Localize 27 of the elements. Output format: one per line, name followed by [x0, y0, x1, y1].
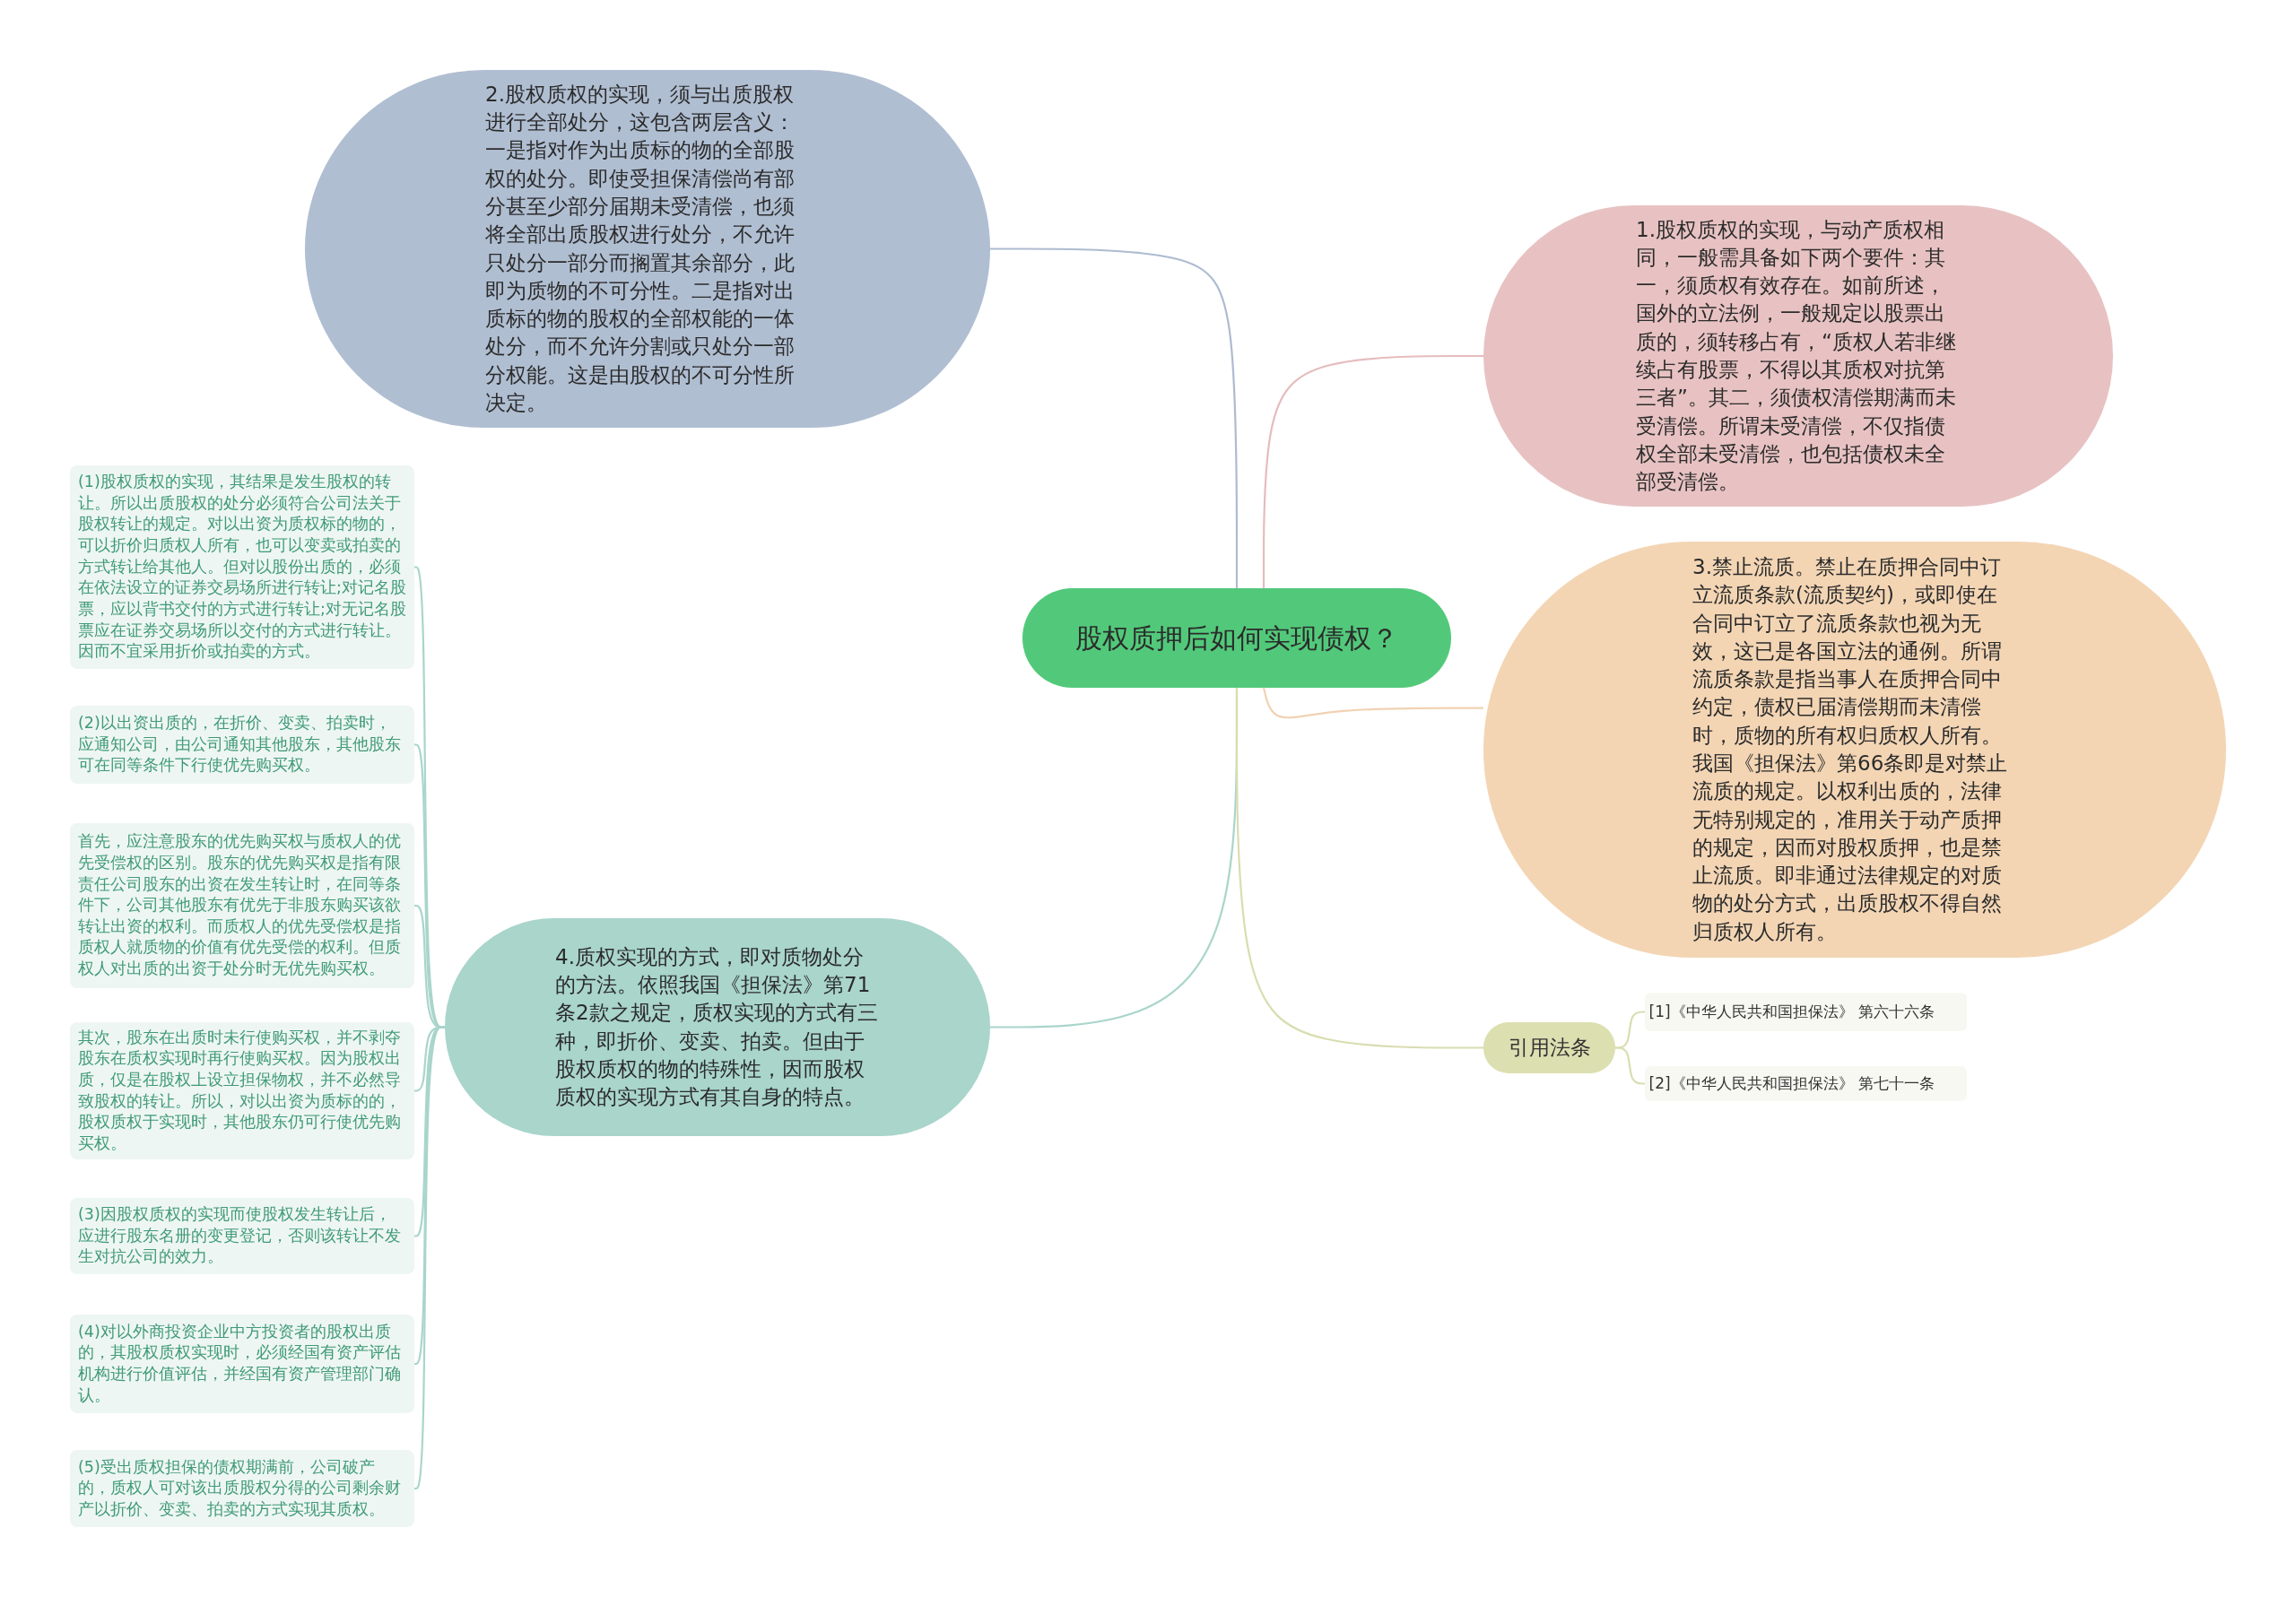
note-card: [70, 1198, 414, 1274]
note-text: (5)受出质权担保的债权期满前，公司破产的，质权人可对该出质股权分得的公司剩余财产以折价、变卖、拍卖的方式实现其质权。: [78, 1456, 402, 1520]
connector-line: [1235, 688, 1483, 1049]
connector-line: [1262, 354, 1483, 588]
central-topic-text: 股权质押后如何实现债权？: [1074, 621, 1399, 655]
note-text: 其次，股东在出质时未行使购买权，并不剥夺股东在质权实现时再行使购买权。因为股权出质，仅是在股权上设立担保物权，并不必然导致股权的转让。所以，对以出资为质标的的，股权质权于实现时，其他股东仍可行使优先购买权。: [78, 1027, 402, 1154]
topic-text: 引用法条: [1507, 1034, 1592, 1061]
note-text: (3)因股权质权的实现而使股权发生转让后，应进行股东名册的变更登记，否则该转让不发生对抗公司的效力。: [78, 1204, 402, 1268]
topic-text: 4.质权实现的方式，即对质物处分的方法。依照我国《担保法》第71条2款之规定，质权实现的方式有三种，即折价、变卖、拍卖。但由于股权质权的物的特殊性，因而股权质权的实现方式有其自身的特点。: [555, 943, 879, 1111]
reference-text: [2]《中华人民共和国担保法》 第七十一条: [1648, 1073, 1935, 1094]
connector-line: [990, 247, 1239, 588]
topic-text: 1.股权质权的实现，与动产质权相同，一般需具备如下两个要件：其一，须质权有效存在。如前所述，国外的立法例，一般规定以股票出质的，须转移占有，“质权人若非继续占有股票，不得以其质权对抗第三者”。其二，须债权清偿期满而未受清偿。所谓未受清偿，不仅指债权全部未受清偿，也包括债权未全部受清偿。: [1636, 216, 1957, 496]
connector-line: [1615, 1046, 1645, 1085]
note-card: [70, 1315, 414, 1413]
reference-text: [1]《中华人民共和国担保法》 第六十六条: [1648, 1002, 1935, 1022]
note-card: [70, 823, 414, 988]
reference-card: [1645, 1066, 1967, 1101]
note-text: (4)对以外商投资企业中方投资者的股权出质的，其股权质权实现时，必须经国有资产评估机构进行价值评估，并经国有资产管理部门确认。: [78, 1321, 402, 1406]
note-card: [70, 706, 414, 784]
reference-card: [1645, 993, 1967, 1031]
note-text: 首先，应注意股东的优先购买权与质权人的优先受偿权的区别。股东的优先购买权是指有限责任公司股东的出资在发生转让时，在同等条件下，公司其他股东有优先于非股东购买该欲转让出资的权利。而质权人的优先受偿权是指质权人就质物的价值有优先受偿的权利。但质权人对出质的出资于处分时无优先购买权。: [78, 831, 402, 980]
topic-text: 2.股权质权的实现，须与出质股权进行全部处分，这包含两层含义：一是指对作为出质标的物的全部股权的处分。即使受担保清偿尚有部分甚至少部分届期未受清偿，也须将全部出质股权进行处分，不允许只处分一部分而搁置其余部分，此即为质物的不可分性。二是指对出质标的物的股权的全部权能的一体处分，而不允许分割或只处分一部分权能。这是由股权的不可分性所决定。: [485, 81, 796, 416]
topic-text: 3.禁止流质。禁止在质押合同中订立流质条款(流质契约)，或即使在合同中订立了流质条款也视为无效，这已是各国立法的通例。所谓流质条款是指当事人在质押合同中约定，债权已届清偿期而未清偿时，质物的所有权归质权人所有。我国《担保法》第66条即是对禁止流质的规定。以权利出质的，法律无特别规定的，准用关于动产质押的规定，因而对股权质押，也是禁止流质。即非通过法律规定的对质物的处分方式，出质股权不得自然归质权人所有。: [1692, 554, 2009, 945]
note-text: (1)股权质权的实现，其结果是发生股权的转让。所以出质股权的处分必须符合公司法关于股权转让的规定。对以出资为质权标的物的，可以折价归质权人所有，也可以变卖或拍卖的方式转让给其他人。但对以股份出质的，必须在依法设立的证券交易场所进行转让;对记名股票，应以背书交付的方式进行转让;对无记名股票应在证券交易场所以交付的方式进行转让。因而不宜采用折价或拍卖的方式。: [78, 472, 406, 663]
note-text: (2)以出资出质的，在折价、变卖、拍卖时，应通知公司，由公司通知其他股东，其他股东可在同等条件下行使优先购买权。: [78, 713, 402, 777]
note-card: [70, 1450, 414, 1527]
connector-line: [1262, 687, 1483, 719]
